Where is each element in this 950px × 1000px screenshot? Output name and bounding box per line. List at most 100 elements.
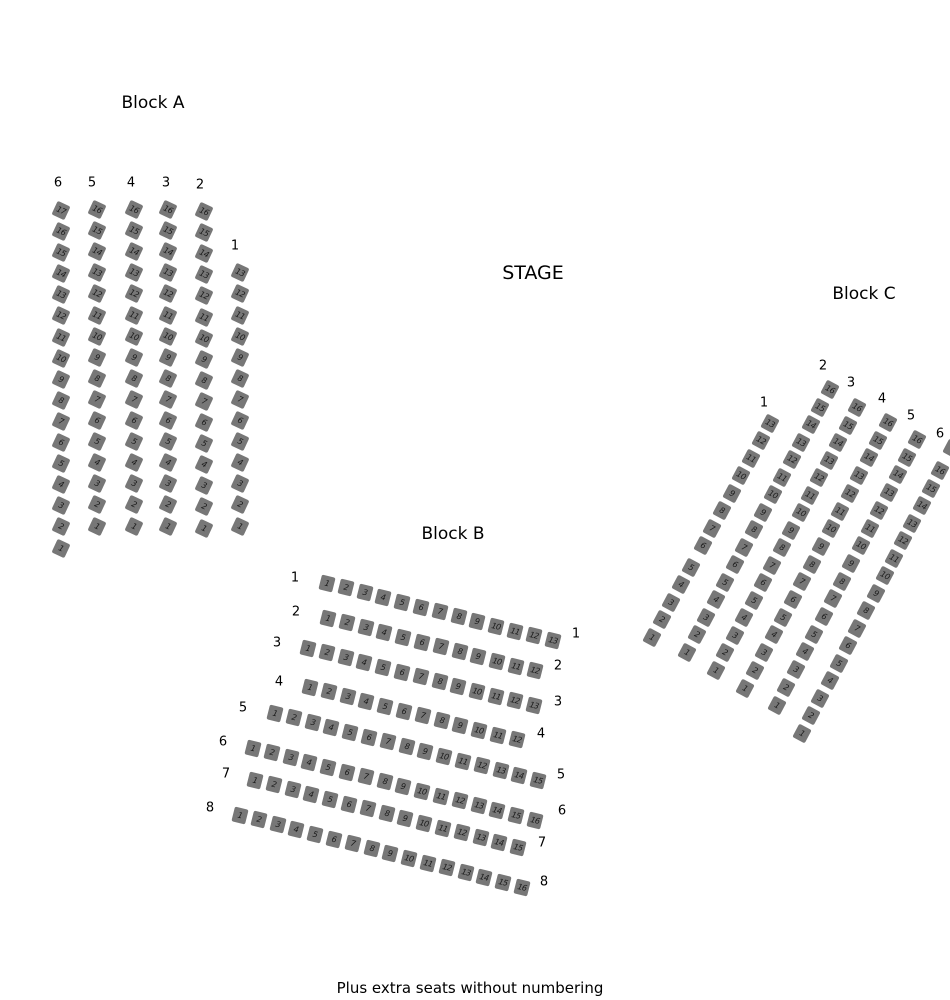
seat-a-row4-7[interactable]: 7 [124,389,144,410]
seat-c-row3-16[interactable]: 16 [847,397,867,418]
seat-b-row7-9[interactable]: 9 [396,809,414,828]
seat-b-row5-15[interactable]: 15 [529,771,547,790]
seat-a-row2-6[interactable]: 6 [194,412,214,433]
seat-a-row4-8[interactable]: 8 [124,368,144,389]
seat-c-row1-12[interactable]: 12 [750,430,771,451]
seat-c-row3-12[interactable]: 12 [809,467,830,488]
seat-a-row4-2[interactable]: 2 [124,495,144,515]
seat-b-row1-11[interactable]: 11 [506,622,524,640]
seat-b-row4-6[interactable]: 6 [395,702,413,720]
seat-c-row5-11[interactable]: 11 [860,518,880,538]
seat-b-row6-14[interactable]: 14 [488,801,506,820]
seat-a-row1-13[interactable]: 13 [230,263,250,283]
seat-a-row5-2[interactable]: 2 [87,495,107,515]
seat-c-row2-2[interactable]: 2 [686,624,707,645]
seat-b-row5-10[interactable]: 10 [435,747,453,766]
seat-c-row5-10[interactable]: 10 [850,535,871,556]
seat-a-row5-16[interactable]: 16 [87,199,107,220]
seat-c-row5-4[interactable]: 4 [795,641,815,662]
seat-b-row6-9[interactable]: 9 [394,777,412,796]
seat-a-row5-4[interactable]: 4 [87,452,107,473]
seat-a-row4-13[interactable]: 13 [124,263,144,283]
seat-a-row4-5[interactable]: 5 [124,431,144,452]
seat-b-row2-7[interactable]: 7 [432,637,450,656]
seat-c-row1-3[interactable]: 3 [661,592,682,612]
seat-a-row5-6[interactable]: 6 [87,410,107,431]
seat-a-row4-10[interactable]: 10 [124,326,144,346]
seat-c-row5-9[interactable]: 9 [841,553,862,574]
seat-b-row1-5[interactable]: 5 [393,593,411,612]
seat-a-row3-13[interactable]: 13 [158,263,178,283]
seat-a-row5-13[interactable]: 13 [87,263,107,283]
seat-c-row2-12[interactable]: 12 [781,449,802,470]
seat-a-row3-5[interactable]: 5 [158,431,178,452]
seat-b-row1-8[interactable]: 8 [449,607,468,626]
seat-b-row5-4[interactable]: 4 [322,718,340,737]
seat-c-row5-8[interactable]: 8 [832,571,852,592]
seat-b-row2-4[interactable]: 4 [375,623,393,642]
seat-b-row7-15[interactable]: 15 [509,838,527,857]
seat-b-row7-4[interactable]: 4 [302,785,320,804]
seat-a-row2-3[interactable]: 3 [194,476,214,496]
seat-b-row4-11[interactable]: 11 [489,726,507,744]
seat-b-row3-9[interactable]: 9 [449,677,467,696]
seat-b-row7-3[interactable]: 3 [283,780,302,799]
seat-a-row1-10[interactable]: 10 [230,326,250,346]
seat-a-row3-12[interactable]: 12 [158,284,178,304]
seat-c-row6-16[interactable]: 16 [930,460,950,481]
seat-c-row1-9[interactable]: 9 [721,483,742,503]
seat-b-row1-3[interactable]: 3 [355,583,374,602]
seat-c-row2-9[interactable]: 9 [753,502,773,522]
seat-c-row6-4[interactable]: 4 [819,670,840,691]
seat-c-row4-9[interactable]: 9 [811,536,831,557]
seat-c-row3-7[interactable]: 7 [762,555,783,575]
seat-a-row2-12[interactable]: 12 [194,286,214,306]
seat-a-row4-6[interactable]: 6 [124,410,144,431]
seat-b-row2-8[interactable]: 8 [450,642,469,661]
seat-c-row5-15[interactable]: 15 [897,447,917,468]
seat-a-row2-4[interactable]: 4 [194,454,214,475]
seat-c-row2-1[interactable]: 1 [677,642,697,662]
seat-b-row2-3[interactable]: 3 [356,618,375,637]
seat-c-row6-1[interactable]: 1 [792,723,812,743]
seat-c-row6-12[interactable]: 12 [893,530,913,551]
seat-c-row4-3[interactable]: 3 [754,642,774,663]
seat-b-row8-4[interactable]: 4 [287,820,305,839]
seat-c-row4-1[interactable]: 1 [735,678,755,698]
seat-a-row6-14[interactable]: 14 [51,263,71,284]
seat-b-row7-7[interactable]: 7 [359,799,377,818]
seat-b-row3-5[interactable]: 5 [374,658,392,677]
seat-b-row2-10[interactable]: 10 [488,652,506,671]
seat-c-row4-5[interactable]: 5 [773,607,793,628]
seat-a-row3-3[interactable]: 3 [158,474,178,494]
seat-c-row1-1[interactable]: 1 [642,627,662,647]
seat-c-row3-15[interactable]: 15 [837,415,858,435]
seat-a-row2-1[interactable]: 1 [194,518,214,538]
seat-b-row8-6[interactable]: 6 [325,830,343,848]
seat-c-row4-4[interactable]: 4 [763,624,784,645]
seat-b-row6-13[interactable]: 13 [469,796,488,815]
seat-b-row4-8[interactable]: 8 [432,711,451,730]
seat-b-row8-15[interactable]: 15 [494,873,512,892]
seat-b-row4-5[interactable]: 5 [376,697,394,716]
seat-a-row5-15[interactable]: 15 [87,220,107,241]
seat-b-row5-5[interactable]: 5 [341,723,359,742]
seat-b-row5-13[interactable]: 13 [491,761,510,780]
seat-a-row4-9[interactable]: 9 [124,347,144,367]
seat-c-row1-2[interactable]: 2 [651,609,672,630]
seat-a-row4-3[interactable]: 3 [124,474,144,494]
seat-a-row4-14[interactable]: 14 [124,241,144,262]
seat-a-row6-4[interactable]: 4 [51,474,71,495]
seat-b-row5-1[interactable]: 1 [266,704,284,722]
seat-b-row6-11[interactable]: 11 [432,787,450,805]
seat-b-row7-1[interactable]: 1 [246,771,264,789]
seat-a-row6-6[interactable]: 6 [51,432,71,453]
seat-a-row1-5[interactable]: 5 [230,431,250,452]
seat-a-row1-2[interactable]: 2 [230,495,250,515]
seat-b-row1-12[interactable]: 12 [525,626,543,645]
seat-a-row5-8[interactable]: 8 [87,368,107,389]
seat-c-row6-3[interactable]: 3 [810,688,831,708]
seat-c-row6-9[interactable]: 9 [865,583,886,603]
seat-c-row6-5[interactable]: 5 [829,653,849,673]
seat-b-row5-8[interactable]: 8 [397,737,416,756]
